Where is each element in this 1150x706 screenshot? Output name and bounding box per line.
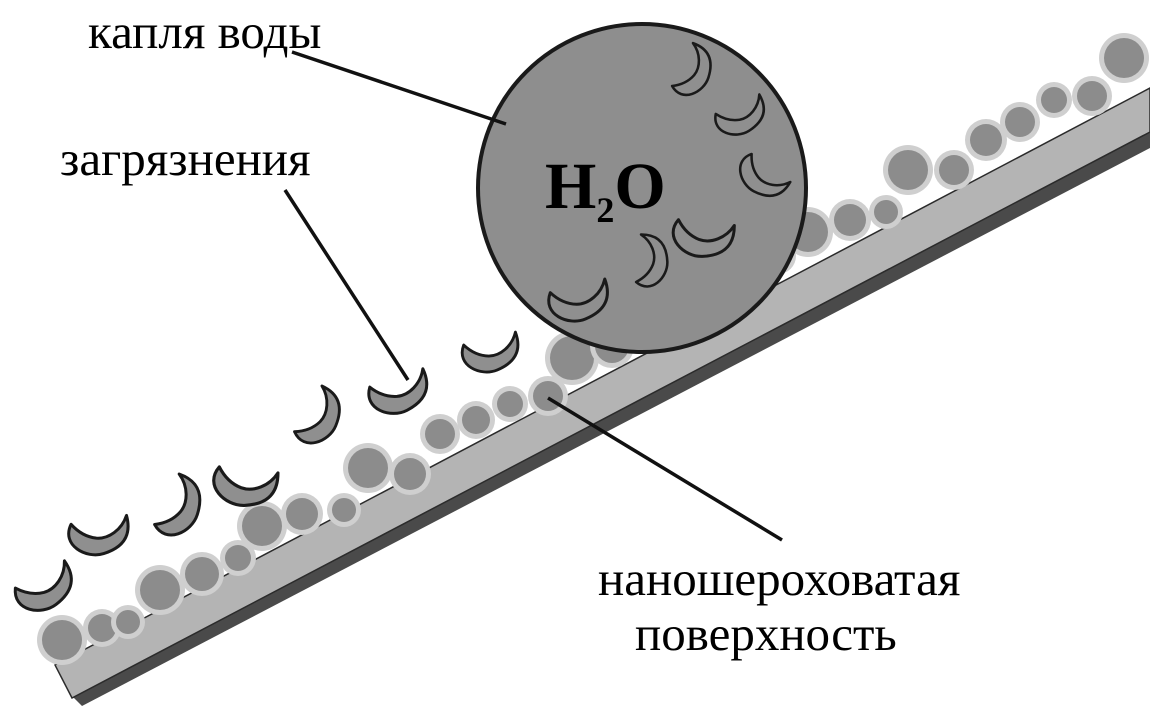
nano-bump <box>939 155 969 185</box>
nano-bump <box>185 557 219 591</box>
nano-bump <box>1104 38 1144 78</box>
nano-bump <box>1077 81 1107 111</box>
contaminant-particle <box>11 560 81 619</box>
formula-subscript: 2 <box>596 190 614 230</box>
nano-bump <box>533 381 563 411</box>
nano-bump <box>834 204 866 236</box>
label-water-drop: капля воды <box>88 4 321 59</box>
nano-bump <box>970 124 1002 156</box>
nano-bump <box>116 610 140 634</box>
nano-bump <box>462 406 490 434</box>
contaminant-particle <box>67 515 130 557</box>
nano-bump <box>1041 87 1067 113</box>
nano-bump <box>497 391 523 417</box>
contaminant-particle <box>366 369 433 420</box>
label-contaminants: загрязнения <box>60 131 311 186</box>
nano-bump <box>348 448 388 488</box>
nano-bump <box>888 150 928 190</box>
nano-bump <box>1005 107 1035 137</box>
label-surface-line1: наношероховатая <box>598 551 960 606</box>
contaminant-particle <box>460 332 522 376</box>
leader-line-water-drop <box>292 52 506 124</box>
nano-bump <box>394 458 426 490</box>
formula-o: O <box>614 150 665 223</box>
formula-h: H <box>545 150 596 223</box>
nano-bump <box>286 498 318 530</box>
nano-bump <box>874 200 898 224</box>
label-surface-line2: поверхность <box>635 606 897 661</box>
contaminant-particle <box>150 473 212 543</box>
nano-bump <box>425 419 455 449</box>
nano-bump <box>42 620 82 660</box>
leader-line-contaminants <box>285 190 408 380</box>
nano-bump <box>332 498 356 522</box>
nano-bump <box>242 506 282 546</box>
leader-line-surface <box>548 398 782 540</box>
nano-bump <box>225 545 251 571</box>
nano-bump <box>140 570 180 610</box>
contaminant-particle <box>290 385 351 452</box>
